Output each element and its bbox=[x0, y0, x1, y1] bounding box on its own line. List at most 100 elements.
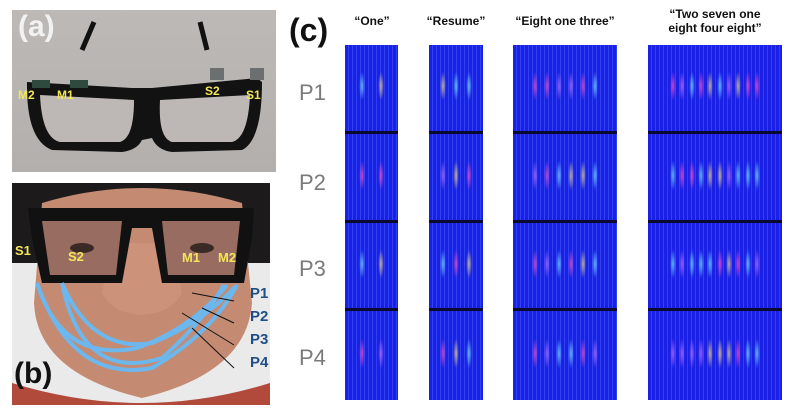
row-divider bbox=[648, 131, 782, 134]
spectrogram-energy bbox=[465, 248, 472, 279]
spectrogram-energy bbox=[688, 337, 695, 369]
spectrogram-cell bbox=[345, 134, 398, 221]
spectrogram-cell bbox=[429, 223, 483, 309]
sensor-label: M2 bbox=[218, 250, 237, 265]
spectrogram-energy bbox=[735, 248, 742, 279]
spectrogram-energy bbox=[580, 337, 587, 369]
row-label: P3 bbox=[299, 256, 326, 281]
spectrogram-energy bbox=[716, 248, 723, 279]
spectrogram-energy bbox=[735, 160, 742, 191]
row-label: P1 bbox=[299, 80, 326, 105]
spectrogram-energy bbox=[735, 337, 742, 369]
spectrogram-energy bbox=[440, 160, 447, 191]
spectrogram-energy bbox=[359, 337, 366, 369]
spectrogram-cell bbox=[513, 311, 617, 400]
spectrogram-energy bbox=[377, 160, 384, 191]
spectrogram-energy bbox=[669, 337, 676, 369]
spectrogram-two-seven-one-eight-four-eight bbox=[648, 45, 782, 400]
spectrogram-cell bbox=[345, 311, 398, 400]
spectrogram-energy bbox=[465, 70, 472, 101]
spectrogram-energy bbox=[726, 337, 733, 369]
spectrogram-energy bbox=[744, 70, 751, 101]
panel-a-label: (a) bbox=[18, 10, 55, 43]
path-label: P4 bbox=[250, 354, 269, 371]
row-divider bbox=[429, 308, 483, 311]
spectrogram-energy bbox=[453, 337, 459, 369]
spectrogram-energy bbox=[688, 160, 695, 191]
row-divider bbox=[513, 131, 617, 134]
spectrogram-energy bbox=[726, 160, 733, 191]
spectrogram-energy bbox=[754, 70, 761, 101]
spectrogram-energy bbox=[707, 337, 714, 369]
face-photo bbox=[12, 183, 270, 405]
path-label: P1 bbox=[250, 285, 269, 302]
spectrogram-energy bbox=[359, 248, 366, 279]
spectrogram-one bbox=[345, 45, 398, 400]
sensor-label: S2 bbox=[205, 84, 220, 98]
spectrogram-energy bbox=[531, 160, 538, 191]
spectrogram-cell bbox=[648, 311, 782, 400]
sensor-label: M2 bbox=[18, 88, 35, 102]
spectrogram-cell bbox=[648, 45, 782, 131]
sensor-label: S1 bbox=[15, 243, 31, 258]
spectrogram-energy bbox=[716, 70, 723, 101]
spectrogram-cell bbox=[429, 45, 483, 131]
spectrogram-energy bbox=[377, 70, 384, 101]
glasses-illustration bbox=[26, 21, 264, 152]
spectrogram-energy bbox=[543, 337, 550, 369]
spectrogram-energy bbox=[543, 160, 550, 191]
spectrogram-energy bbox=[555, 70, 562, 101]
sensor-s2 bbox=[210, 68, 224, 80]
row-divider bbox=[429, 131, 483, 134]
spectrogram-energy bbox=[697, 160, 704, 191]
spectrogram-energy bbox=[580, 248, 587, 279]
spectrogram-energy bbox=[697, 70, 704, 101]
row-divider bbox=[345, 308, 398, 311]
spectrogram-energy bbox=[679, 70, 686, 101]
spectrogram-energy bbox=[726, 70, 733, 101]
spectrogram-energy bbox=[440, 337, 447, 369]
spectrogram-energy bbox=[735, 70, 742, 101]
spectrogram-energy bbox=[707, 70, 714, 101]
spectrogram-energy bbox=[568, 337, 575, 369]
spectrogram-energy bbox=[377, 337, 384, 369]
spectrogram-energy bbox=[754, 248, 761, 279]
column-title: “Resume” bbox=[426, 14, 486, 28]
row-divider bbox=[648, 220, 782, 223]
spectrogram-energy bbox=[707, 248, 714, 279]
spectrogram-energy bbox=[580, 160, 587, 191]
spectrogram-energy bbox=[744, 337, 751, 369]
spectrogram-energy bbox=[465, 337, 472, 369]
spectrogram-cell bbox=[513, 134, 617, 221]
spectrogram-cell bbox=[648, 134, 782, 221]
spectrogram-energy bbox=[679, 337, 686, 369]
spectrogram-cell bbox=[429, 311, 483, 400]
spectrogram-energy bbox=[555, 337, 562, 369]
spectrogram-cell bbox=[648, 223, 782, 309]
column-title: “Two seven one eight four eight” bbox=[668, 7, 762, 35]
sensor-m1 bbox=[70, 80, 88, 88]
glasses-photo bbox=[12, 10, 276, 172]
row-label: P2 bbox=[299, 170, 326, 195]
spectrogram-energy bbox=[688, 70, 695, 101]
spectrogram-energy bbox=[679, 160, 686, 191]
spectrogram-energy bbox=[453, 160, 459, 191]
sensor-label: S2 bbox=[68, 249, 84, 264]
spectrogram-energy bbox=[592, 160, 599, 191]
spectrogram-energy bbox=[669, 70, 676, 101]
spectrogram-energy bbox=[440, 70, 447, 101]
spectrogram-energy bbox=[669, 160, 676, 191]
spectrogram-energy bbox=[754, 160, 761, 191]
spectrogram-energy bbox=[726, 248, 733, 279]
spectrogram-energy bbox=[669, 248, 676, 279]
sensor-label: M1 bbox=[182, 250, 201, 265]
spectrogram-cell bbox=[513, 45, 617, 131]
column-title: “Eight one three” bbox=[515, 14, 615, 28]
sensor-m2 bbox=[32, 80, 50, 88]
spectrogram-energy bbox=[359, 160, 366, 191]
spectrogram-cell bbox=[345, 223, 398, 309]
spectrogram-energy bbox=[716, 337, 723, 369]
path-label: P2 bbox=[250, 308, 269, 325]
column-title: “One” bbox=[354, 14, 390, 28]
path-label: P3 bbox=[250, 331, 269, 348]
